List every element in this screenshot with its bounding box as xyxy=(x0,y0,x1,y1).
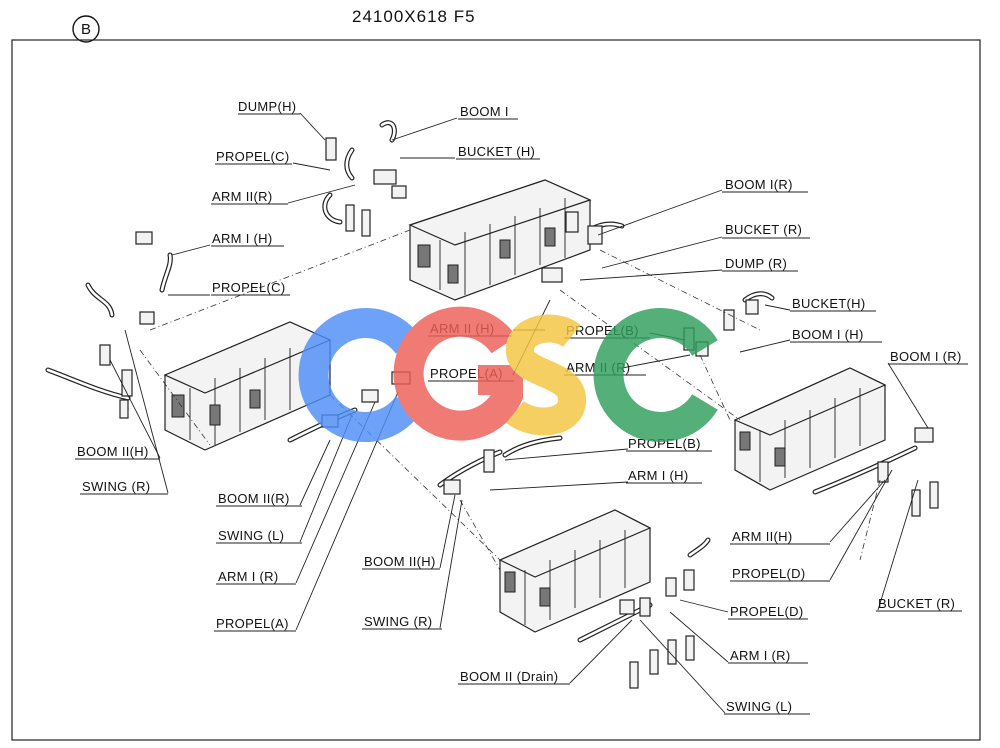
label-bucket-r-right: BUCKET (R) xyxy=(878,596,955,611)
hose-fittings-top xyxy=(322,120,625,283)
label-swing-l-bottom: SWING (L) xyxy=(726,699,792,714)
label-propel-d-right: PROPEL(D) xyxy=(732,566,806,581)
control-valve-left xyxy=(163,321,332,451)
label-boom-2-r: BOOM II(R) xyxy=(218,491,290,506)
label-swing-r-left: SWING (R) xyxy=(82,479,150,494)
label-boom-2-h-bottom: BOOM II(H) xyxy=(364,554,436,569)
section-badge-letter: B xyxy=(81,21,91,38)
label-bucket-h-right: BUCKET(H) xyxy=(792,296,865,311)
watermark-c2 xyxy=(593,308,718,442)
label-bucket-h-top: BUCKET (H) xyxy=(458,144,535,159)
watermark xyxy=(298,306,718,442)
label-arm-2-h-right: ARM II(H) xyxy=(732,529,792,544)
label-boom-1-h-right: BOOM I (H) xyxy=(792,327,864,342)
label-dump-h: DUMP(H) xyxy=(238,99,296,114)
component-labels: DUMP(H) BOOM I PROPEL(C) BUCKET (H) ARM … xyxy=(75,99,968,715)
label-dump-r: DUMP (R) xyxy=(725,256,787,271)
watermark-g xyxy=(393,306,523,441)
label-arm-2-r-top: ARM II(R) xyxy=(212,189,272,204)
section-badge: B xyxy=(72,15,100,43)
drawing-frame xyxy=(11,39,981,741)
label-arm-1-h-bottom: ARM I (H) xyxy=(628,468,688,483)
hose-fittings-bottom xyxy=(437,435,711,689)
label-propel-c-top: PROPEL(C) xyxy=(216,149,290,164)
label-boom-1: BOOM I xyxy=(460,104,509,119)
label-swing-r-bottom: SWING (R) xyxy=(364,614,432,629)
part-number: 24100X618 F5 xyxy=(352,7,476,26)
label-arm-1-h-left: ARM I (H) xyxy=(212,231,272,246)
watermark-s xyxy=(506,314,586,436)
label-propel-d-bottom: PROPEL(D) xyxy=(730,604,804,619)
watermark-c1 xyxy=(298,308,421,442)
label-arm-1-r-left: ARM I (R) xyxy=(218,569,278,584)
control-valve-top xyxy=(408,179,592,301)
label-propel-a-left: PROPEL(A) xyxy=(216,616,289,631)
label-boom-2-drain: BOOM II (Drain) xyxy=(460,669,558,684)
label-boom-2-h-left: BOOM II(H) xyxy=(77,444,149,459)
label-arm-1-r-bottom: ARM I (R) xyxy=(730,648,790,663)
label-boom-1-r-top: BOOM I(R) xyxy=(725,177,793,192)
label-boom-1-r-right: BOOM I (R) xyxy=(890,349,962,364)
label-swing-l-left: SWING (L) xyxy=(218,528,284,543)
control-valve-right xyxy=(733,367,887,491)
label-bucket-r-top: BUCKET (R) xyxy=(725,222,802,237)
control-valve-bottom xyxy=(498,509,652,633)
label-propel-c-left: PROPEL(C) xyxy=(212,280,286,295)
